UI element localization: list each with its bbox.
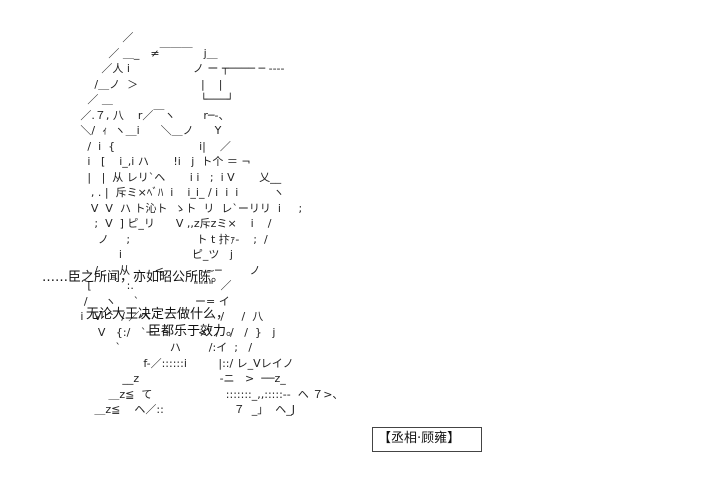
ascii-art-line: i V ^ / ／ヘ / / 八 xyxy=(0,310,264,323)
ascii-art-line: __z -ニ > ──z_ xyxy=(0,372,286,385)
ascii-art-line: ＿z≦ て :::::::_,,:::::-‐ ヘ ７>、 xyxy=(0,387,344,401)
ascii-art-line: / i { i| ／ xyxy=(0,139,231,153)
ascii-art-line: ノ ; ト t 抃ｧ- ; / xyxy=(0,232,268,246)
ascii-art-line: [ :. """" ／ xyxy=(0,279,232,292)
ascii-art-line: /＿ノ ＞ | | xyxy=(0,77,223,91)
ascii-art-line: / 从 < ~─ ノ xyxy=(0,263,261,277)
ascii-art-line: ＿z≦ ヘ／:: ７ _」 ヘ_J xyxy=(0,403,295,416)
ascii-art-line: , . | 斥ミ×ﾍﾞﾊ i i_i_ / i i i ヽ xyxy=(0,186,285,199)
nameplate-label: 【丞相·顾雍】 xyxy=(378,431,461,446)
ascii-art-line: ／人 i ノ ー ┬──── ─ ---- xyxy=(0,62,285,75)
ascii-art-line: ／ ＿_ ≠￣￣￣ j＿ xyxy=(0,46,218,60)
ascii-art-line: ／ ＿ └───┘ xyxy=(0,93,234,106)
ascii-art-line: i ピ_ツ j xyxy=(0,248,233,261)
ascii-art-line: V V ハ ト沁ト ゝト リ レ`ーリリ i ; xyxy=(0,201,303,215)
dialogue-line-2: 无论大王决定去做什么， xyxy=(86,307,230,322)
ascii-art-line: / ヽ ` ー= イ xyxy=(0,294,230,308)
ascii-art-line: ; V ] ピ_リ V ,,z斥zミ× i / xyxy=(0,217,272,230)
ascii-art-line: f-／::::::i |::/ レ_Vレイノ xyxy=(0,356,294,370)
ascii-art-line: ／.７, 八 r／￣ヽ r─‐、 xyxy=(0,108,230,122)
ascii-art-line: ＼/ ｨ ヽ＿i ＼＿ノ Y xyxy=(0,124,222,137)
dialogue-line-1: ……臣之所闻，亦如昭公所陈。 xyxy=(42,270,225,285)
ascii-art-line: | | 从 レリ`ヘ i i ; i V 乂__ xyxy=(0,170,282,184)
ascii-art-line: V {:/ `─ ─ <" / / / } j xyxy=(0,325,276,339)
ascii-art-line: ／ xyxy=(0,31,343,44)
nameplate-frame xyxy=(372,427,482,452)
ascii-art-line: i [ i_,i ハ !i j ト个 ＝ ¬ xyxy=(0,155,251,168)
ascii-art-line: ` ハ /:イ ; / xyxy=(0,341,253,354)
dialogue-line-3: 臣都乐于效力。 xyxy=(148,324,240,339)
